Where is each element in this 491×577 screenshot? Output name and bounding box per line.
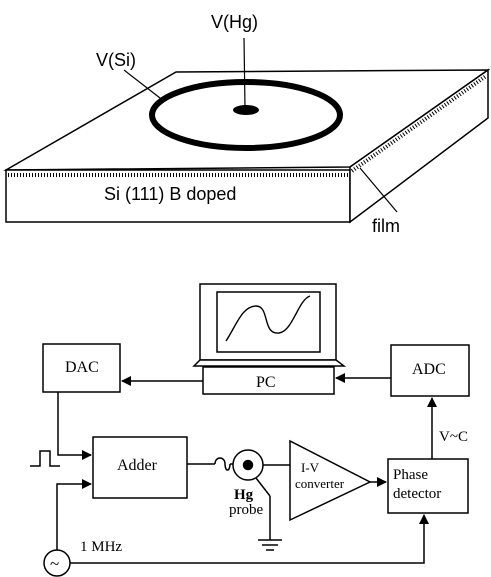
phase-label-line1: Phase (393, 467, 428, 483)
wire-source-to-phase (70, 514, 429, 564)
pc-label: PC (256, 374, 276, 391)
substrate-side-face (349, 68, 489, 224)
hg-probe-label-line1: Hg (234, 487, 254, 503)
adc-box (390, 344, 470, 397)
film-leader-line (359, 167, 398, 213)
vc-label: V~C (439, 429, 468, 445)
pulse-symbol (30, 450, 60, 467)
dac-label: DAC (65, 359, 99, 376)
adder-label: Adder (117, 457, 158, 474)
circuit-labels: DAC PC ADC Adder I-V converter Phase det… (50, 359, 468, 573)
hg-leader-line (243, 37, 246, 109)
hg-contact-dot (233, 105, 259, 115)
hg-probe-inner (242, 459, 254, 471)
substrate-front-face (5, 169, 351, 223)
film-layer-side (350, 74, 488, 173)
hg-probe-label-line2: probe (229, 502, 263, 518)
monitor-curve (225, 295, 311, 342)
iv-label-line1: I-V (301, 460, 320, 475)
iv-converter-amplifier (289, 439, 372, 522)
freq-label: 1 MHz (80, 539, 122, 555)
si-label: V(Si) (96, 50, 136, 70)
adc-label: ADC (412, 361, 446, 378)
adder-box (92, 436, 188, 499)
coil (214, 457, 231, 471)
iv-label-line2: converter (295, 476, 345, 491)
wire-probe-ground-link (255, 477, 271, 497)
si-contact-ring (149, 79, 343, 151)
wire-dac-to-adder (57, 392, 92, 460)
si-leader-line (123, 69, 161, 99)
substrate-label: Si (111) B doped (104, 184, 236, 204)
dac-box (42, 343, 121, 393)
wire-source-to-adder (56, 479, 92, 550)
film-label: film (372, 216, 400, 236)
phase-label-line2: detector (393, 486, 441, 502)
ac-source-symbol: ~ (50, 554, 59, 573)
computer-monitor (192, 283, 347, 367)
circuit-figure (30, 283, 470, 577)
phase-detector-box (387, 458, 469, 514)
sample-figure: V(Hg) V(Si) Si (111) B doped film (3, 12, 491, 236)
hg-label: V(Hg) (211, 12, 258, 32)
